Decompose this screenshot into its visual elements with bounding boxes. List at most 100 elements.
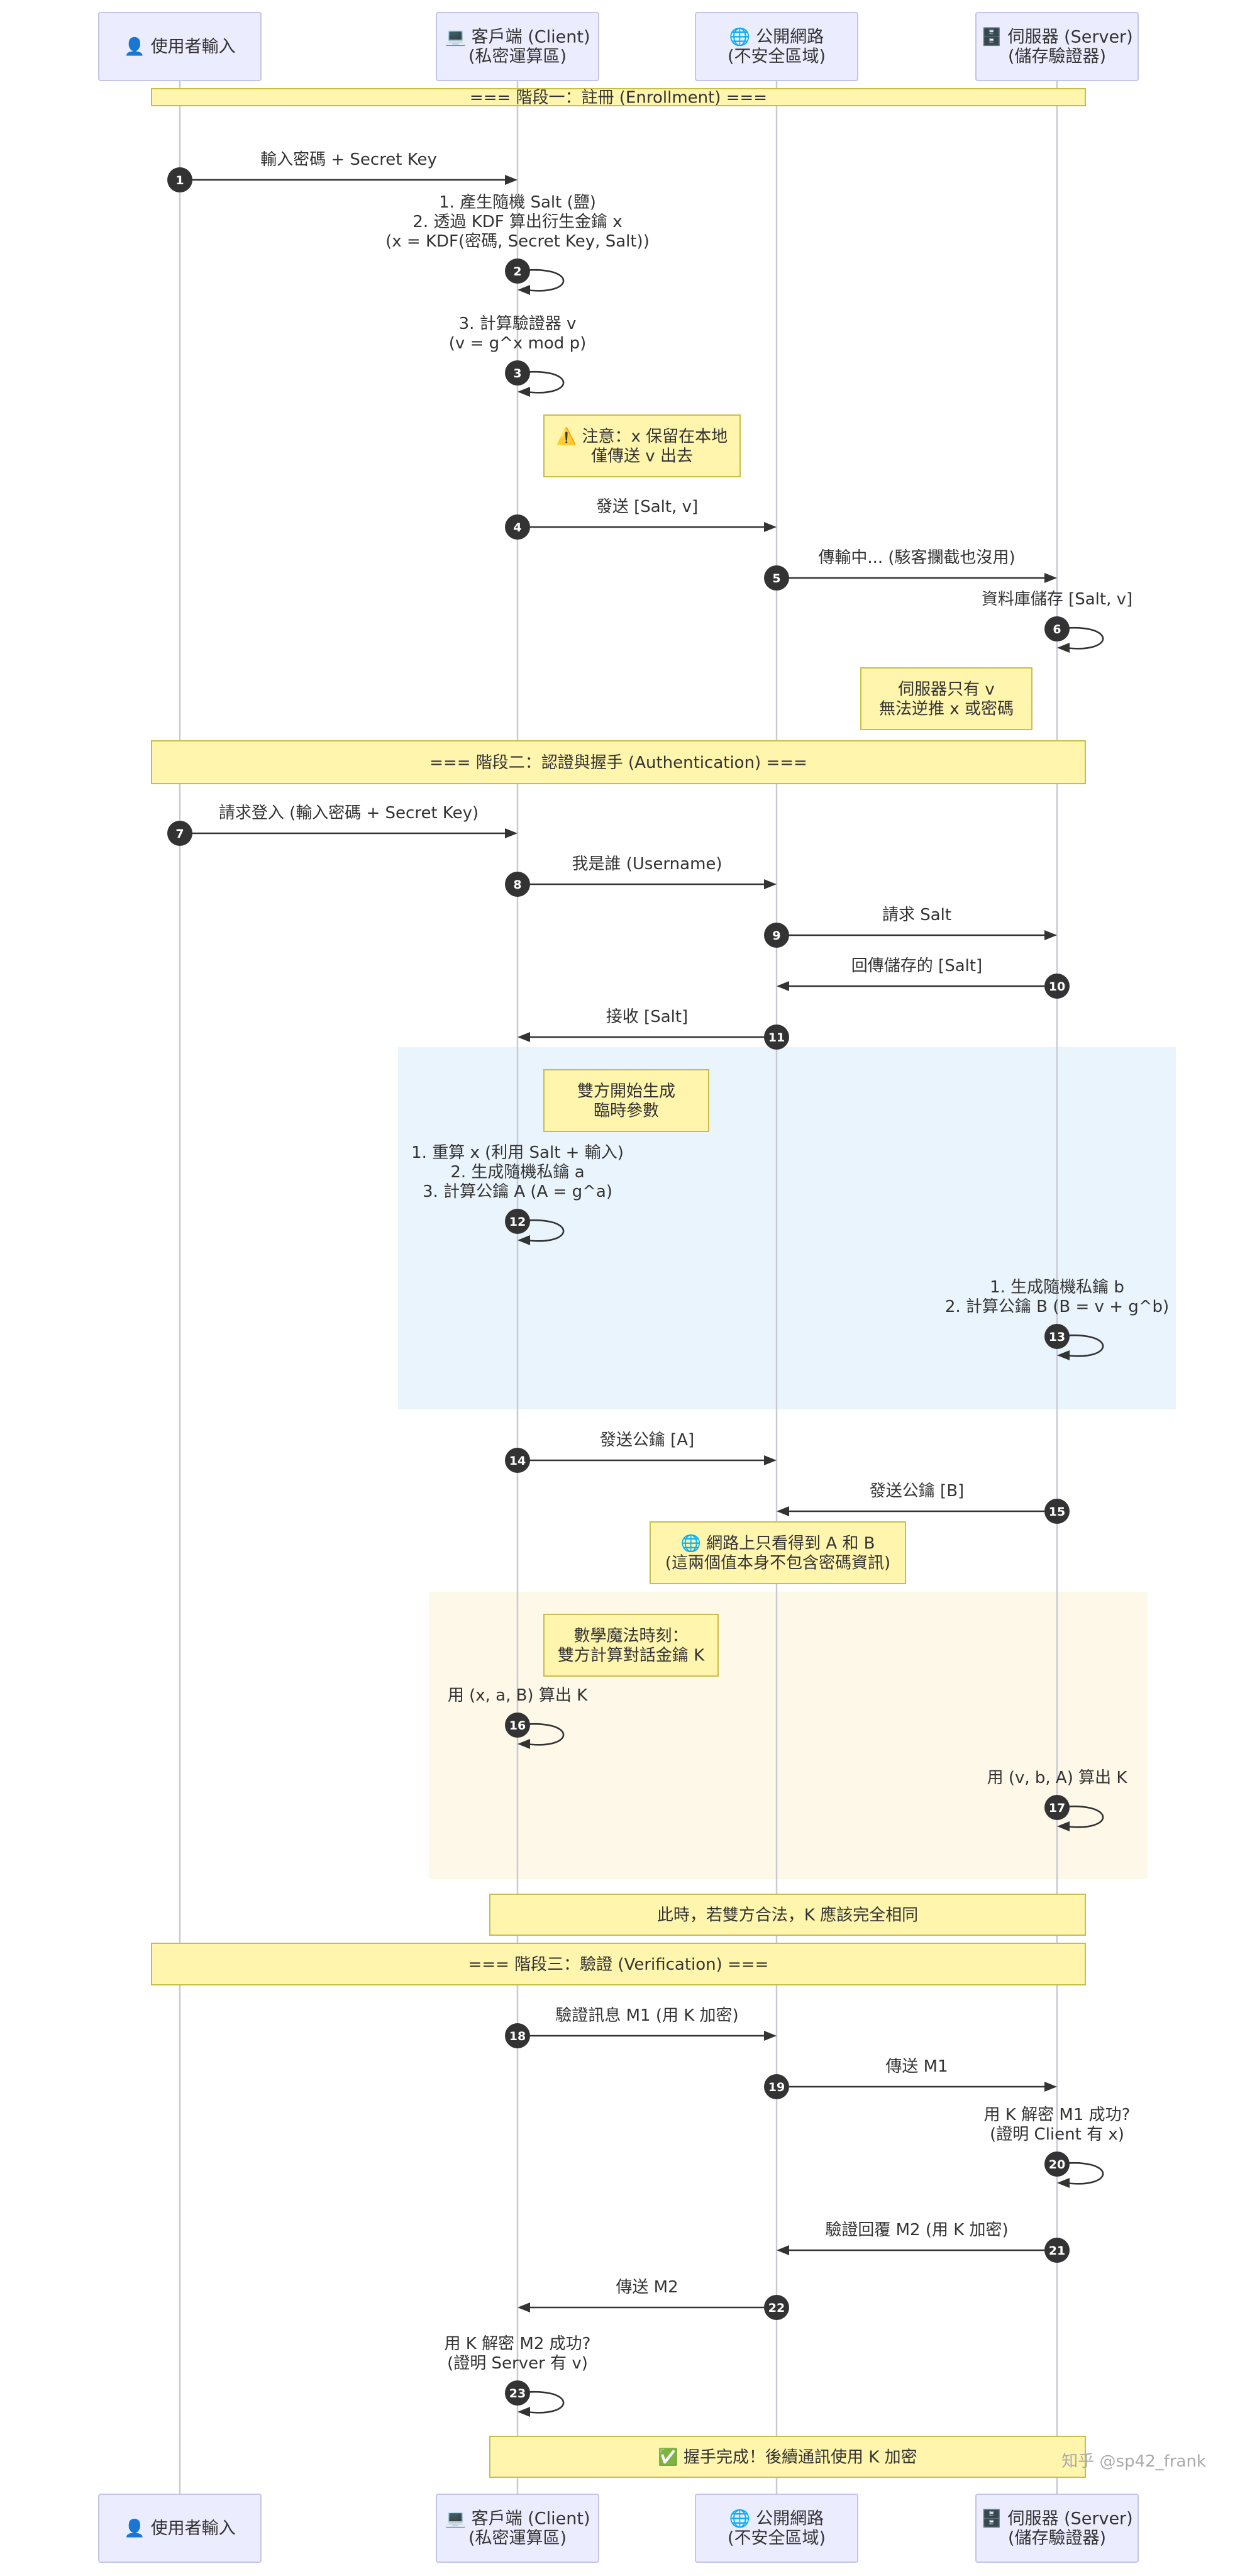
arrowhead: [777, 1506, 789, 1516]
note-1-box: [543, 414, 741, 477]
actor-label: 🌐 公開網路(不安全區域): [728, 2509, 826, 2548]
arrowhead: [1057, 1821, 1070, 1831]
arrowhead: [764, 879, 777, 889]
phase-banner-1: === 階段一：註冊 (Enrollment) ===: [151, 88, 1086, 108]
step-number: 12: [509, 1215, 526, 1229]
message-label-line: 發送 [Salt, v]: [596, 497, 698, 516]
note-4-text-line: (這兩個值本身不包含密碼資訊): [665, 1554, 890, 1573]
message-label-line: 回傳儲存的 [Salt]: [851, 957, 982, 975]
message-label-line: 1. 生成隨機私鑰 b: [990, 1278, 1124, 1297]
note-5-text-line: 數學魔法時刻：: [573, 1627, 688, 1646]
message-label: 接收 [Salt]: [606, 1008, 688, 1026]
note-6-text-line: 此時，若雙方合法，K 應該完全相同: [657, 1906, 918, 1925]
message-label: 用 K 解密 M1 成功?(證明 Client 有 x): [984, 2106, 1131, 2144]
actor-box: [98, 2494, 262, 2563]
notes: === 階段一：註冊 (Enrollment) === === 階段二：認證與握手…: [151, 88, 1086, 2478]
arrowhead: [777, 981, 789, 991]
step-badge: [505, 2380, 530, 2406]
message-label: 驗證訊息 M1 (用 K 加密): [555, 2006, 738, 2025]
message-20: 用 K 解密 M1 成功?(證明 Client 有 x)20: [984, 2106, 1131, 2188]
note-1-text-line: ⚠️ 注意：x 保留在本地: [556, 427, 728, 447]
actor-user-bottom: 👤 使用者輸入: [98, 2494, 262, 2563]
actor-label-line: 👤 使用者輸入: [124, 2518, 235, 2538]
step-badge: [1044, 974, 1070, 999]
message-label: 傳送 M2: [616, 2278, 678, 2297]
note-5: 數學魔法時刻：雙方計算對話金鑰 K: [543, 1614, 719, 1677]
step-number: 19: [768, 2080, 785, 2094]
step-number: 9: [772, 929, 780, 943]
step-number: 22: [768, 2301, 785, 2315]
note-4: 🌐 網路上只看得到 A 和 B(這兩個值本身不包含密碼資訊): [650, 1521, 906, 1584]
step-badge: [1044, 2238, 1070, 2263]
message-label-line: 2. 透過 KDF 算出衍生金鑰 x: [412, 213, 622, 231]
step-badge: [505, 872, 530, 897]
actor-net-bottom: 🌐 公開網路(不安全區域): [695, 2494, 858, 2563]
actor-label: 🗄️ 伺服器 (Server)(儲存驗證器): [981, 2509, 1132, 2548]
message-label: 請求登入 (輸入密碼 + Secret Key): [219, 804, 479, 823]
self-loop-arrow: [517, 2390, 565, 2414]
phase-banner-3-box: [151, 1943, 1086, 1985]
step-number: 6: [1053, 623, 1061, 636]
actor-box: [436, 12, 599, 81]
message-17: 用 (v, b, A) 算出 K 17: [987, 1768, 1128, 1831]
step-number: 17: [1049, 1801, 1065, 1815]
step-badge: [505, 1448, 530, 1473]
actor-box: [695, 2494, 858, 2563]
message-22: 傳送 M2 22: [518, 2278, 789, 2320]
arrowhead: [764, 2031, 777, 2041]
message-label: 用 (v, b, A) 算出 K: [987, 1768, 1128, 1787]
phase-banner-3-text-line: === 階段三：驗證 (Verification) ===: [468, 1955, 769, 1974]
phase-banner-2: === 階段二：認證與握手 (Authentication) ===: [151, 740, 1086, 784]
message-label-line: 傳送 M1: [885, 2057, 948, 2076]
actor-label: 🌐 公開網路(不安全區域): [728, 27, 826, 67]
step-badge: [1044, 2151, 1070, 2177]
note-5-box: [543, 1614, 719, 1677]
phase-banner-1-text-line: === 階段一：註冊 (Enrollment) ===: [470, 89, 767, 108]
message-5: 傳輸中... (駭客攔截也沒用) 5: [764, 548, 1057, 591]
step-number: 21: [1049, 2244, 1065, 2258]
step-badge: [505, 360, 530, 386]
step-badge: [1044, 616, 1070, 641]
step-number: 18: [509, 2029, 526, 2043]
actor-label-line: (不安全區域): [728, 47, 826, 67]
message-label: 傳輸中... (駭客攔截也沒用): [818, 548, 1015, 567]
actor-label: 👤 使用者輸入: [124, 36, 235, 57]
note-2-text-line: 無法逆推 x 或密碼: [879, 700, 1014, 719]
note-3-text: 雙方開始生成臨時參數: [577, 1082, 675, 1121]
step-number: 5: [772, 572, 780, 586]
note-5-text: 數學魔法時刻：雙方計算對話金鑰 K: [558, 1627, 705, 1665]
arrowhead: [777, 2245, 789, 2255]
message-label-line: (證明 Server 有 v): [447, 2354, 588, 2373]
message-label-line: 1. 重算 x (利用 Salt + 輸入): [411, 1143, 624, 1162]
message-label: 輸入密碼 + Secret Key: [260, 150, 437, 169]
note-4-box: [650, 1521, 906, 1584]
actor-label-line: 🗄️ 伺服器 (Server): [981, 27, 1132, 47]
step-badge: [505, 1713, 530, 1738]
message-label: 1. 產生隨機 Salt (鹽)2. 透過 KDF 算出衍生金鑰 x(x = K…: [385, 193, 650, 251]
self-loop-arrow: [517, 370, 565, 394]
actor-label-line: 🌐 公開網路: [729, 27, 824, 47]
note-4-text: 🌐 網路上只看得到 A 和 B(這兩個值本身不包含密碼資訊): [665, 1534, 890, 1573]
actor-label-line: (儲存驗證器): [1008, 47, 1106, 67]
step-number: 7: [175, 827, 184, 841]
step-badge: [764, 565, 789, 591]
actor-user-top: 👤 使用者輸入: [98, 12, 262, 81]
phase-banner-1-box: [151, 88, 1086, 106]
step-number: 13: [1049, 1330, 1065, 1344]
arrowhead: [1057, 1350, 1070, 1360]
actor-label-line: (私密運算區): [468, 47, 567, 67]
actor-label: 🗄️ 伺服器 (Server)(儲存驗證器): [981, 27, 1132, 67]
message-11: 接收 [Salt]11: [518, 1008, 789, 1050]
message-label-line: 驗證回覆 M2 (用 K 加密): [825, 2221, 1008, 2240]
actor-box: [975, 2494, 1139, 2563]
message-label-line: 用 K 解密 M1 成功?: [984, 2106, 1131, 2124]
message-3: 3. 計算驗證器 v(v = g^x mod p)3: [449, 314, 586, 397]
message-label-line: (v = g^x mod p): [449, 334, 586, 353]
note-3-text-line: 臨時參數: [594, 1102, 659, 1121]
step-badge: [167, 167, 192, 192]
actor-label-line: 🌐 公開網路: [729, 2509, 824, 2529]
